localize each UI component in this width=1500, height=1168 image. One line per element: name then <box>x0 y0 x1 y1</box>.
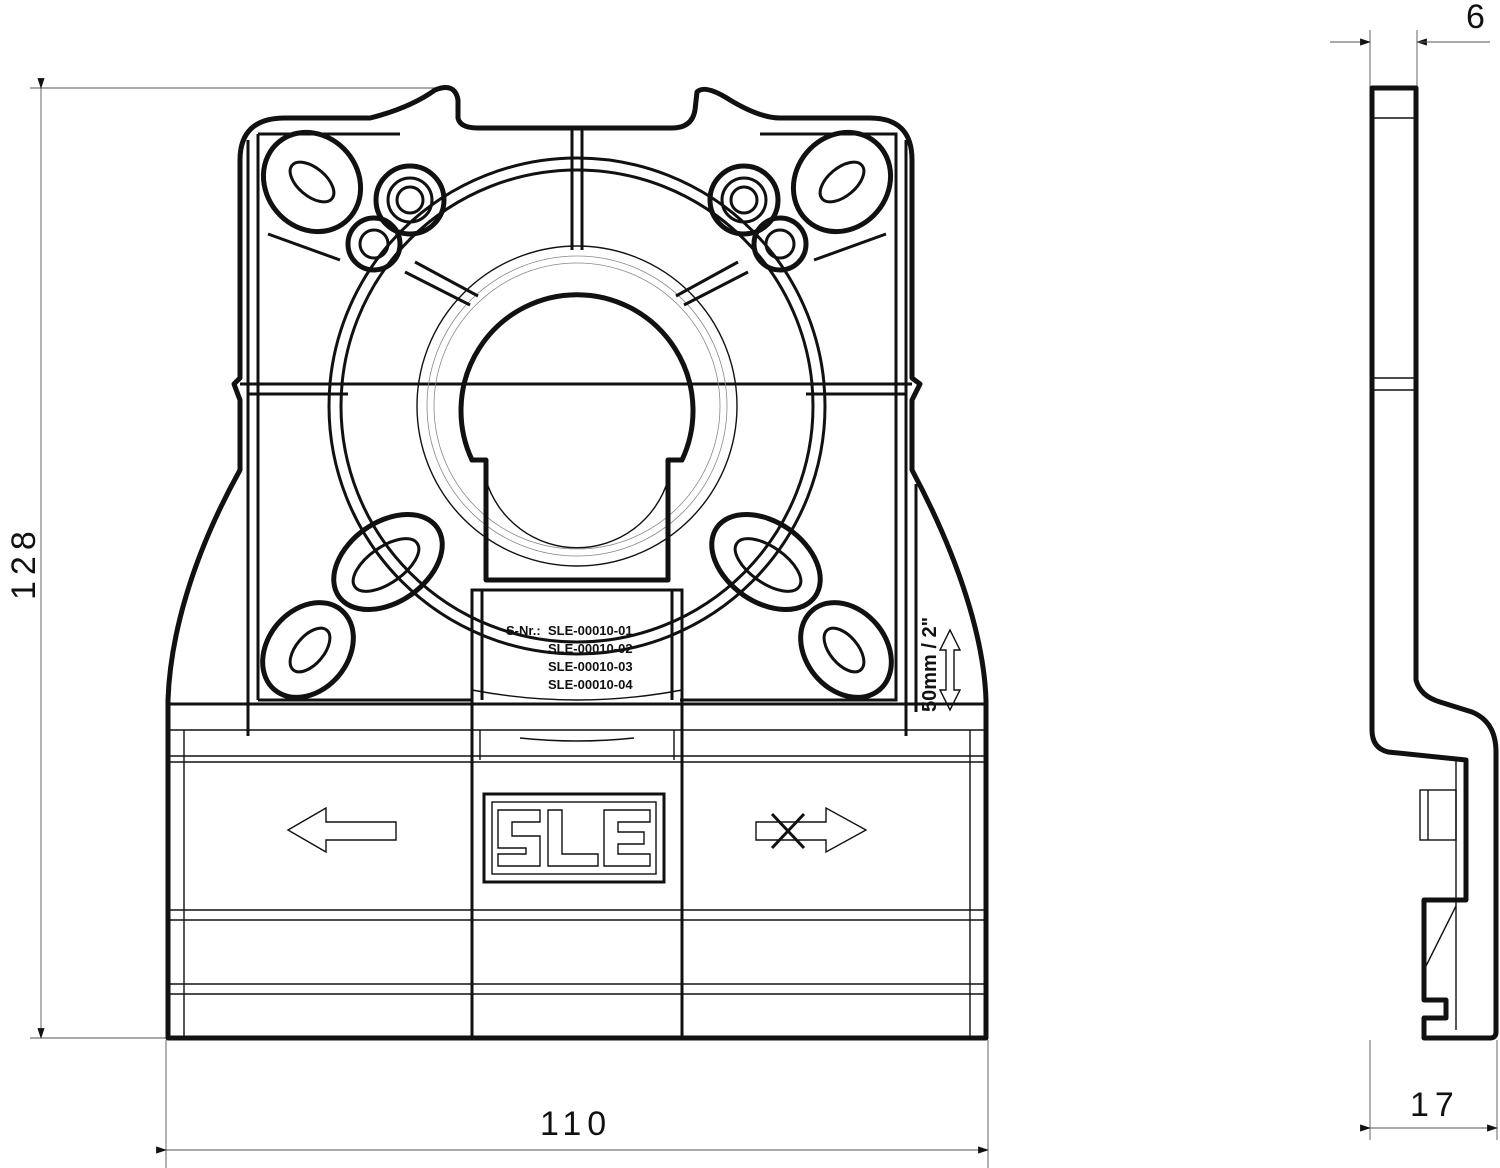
serial-1: SLE-00010-01 <box>548 623 633 638</box>
front-view: S-Nr.: SLE-00010-01 SLE-00010-02 SLE-000… <box>165 85 989 1041</box>
dimension-depth: 17 <box>1360 1040 1498 1140</box>
dimension-width: 110 <box>156 1040 989 1168</box>
mount-slot-mid-left <box>331 511 445 613</box>
dimension-height: 128 <box>5 78 440 1039</box>
thickness-label: 6 <box>1466 0 1491 36</box>
double-arrow-vertical-icon <box>938 628 962 712</box>
arrow-right-crossed-icon <box>755 806 868 854</box>
mount-slot-bottom-right <box>798 600 894 700</box>
screw-hole-top-left <box>345 163 447 273</box>
depth-label: 17 <box>1410 1086 1460 1124</box>
arrow-left-icon <box>286 806 397 854</box>
serial-3: SLE-00010-03 <box>548 659 633 674</box>
height-label: 128 <box>5 525 43 600</box>
width-label: 110 <box>540 1105 612 1143</box>
dimension-thickness: 6 <box>1330 0 1491 88</box>
size-label: 50mm / 2" <box>919 617 941 712</box>
serial-2: SLE-00010-02 <box>548 641 633 656</box>
mount-slot-mid-right <box>709 511 823 613</box>
side-view <box>1369 85 1499 1041</box>
sle-logo <box>482 792 666 884</box>
mount-slot-bottom-left <box>260 600 356 700</box>
mount-slot-top-right <box>790 129 894 235</box>
serial-prefix: S-Nr.: <box>506 623 541 638</box>
mount-slot-top-left <box>260 129 364 235</box>
serial-4: SLE-00010-04 <box>548 677 633 692</box>
central-bore <box>458 292 696 583</box>
side-profile <box>1369 85 1499 1041</box>
bracket-outline <box>165 85 989 1041</box>
screw-hole-top-right <box>707 163 809 273</box>
